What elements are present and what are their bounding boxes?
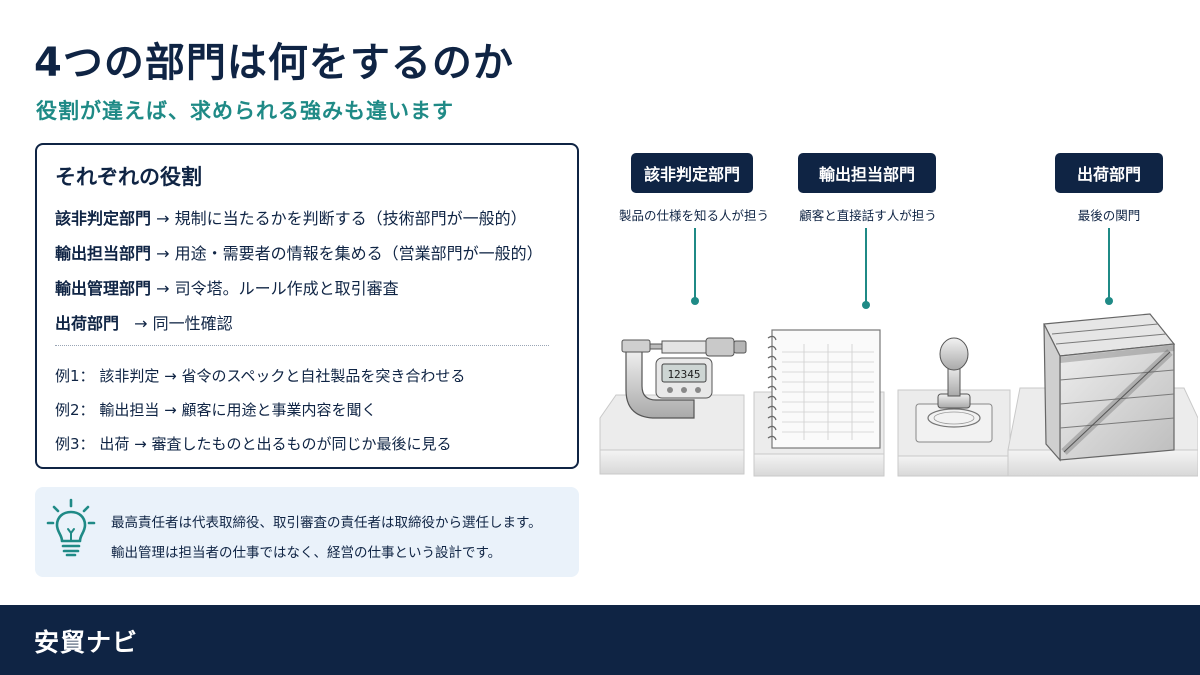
role-desc: 同一性確認 xyxy=(152,314,233,333)
stamp-icon xyxy=(915,337,993,443)
example-desc: 審査したものと出るものが同じか最後に見る xyxy=(151,435,452,453)
tip-panel: 最高責任者は代表取締役、取引審査の責任者は取締役から選任します。 輸出管理は担当… xyxy=(35,487,579,577)
roles-panel: それぞれの役割 該非判定部門 → 規制に当たるかを判断する（技術部門が一般的） … xyxy=(35,143,579,469)
role-item: 出荷部門 → 同一性確認 xyxy=(55,310,233,334)
role-desc: 司令塔。ルール作成と取引審査 xyxy=(174,279,399,298)
tip-text: 輸出管理は担当者の仕事ではなく、経営の仕事という設計です。 xyxy=(111,545,502,561)
example-subject: 出荷 xyxy=(99,435,130,453)
dept-desc-classification: 製品の仕様を知る人が担う xyxy=(618,208,769,223)
connector-dot xyxy=(1105,297,1113,305)
dept-label-shipping: 出荷部門 xyxy=(1055,153,1163,193)
example-item: 例1： 該非判定 → 省令のスペックと自社製品を突き合わせる xyxy=(55,365,465,386)
example-item: 例2： 輸出担当 → 顧客に用途と事業内容を聞く xyxy=(55,399,377,420)
role-item: 該非判定部門 → 規制に当たるかを判断する（技術部門が一般的） xyxy=(55,205,527,229)
tip-text: 最高責任者は代表取締役、取引審査の責任者は取締役から選任します。 xyxy=(111,515,542,531)
role-dept: 輸出管理部門 xyxy=(55,279,152,298)
arrow: → xyxy=(164,367,177,385)
micrometer-icon: 12345 xyxy=(621,337,747,419)
micrometer-reading: 12345 xyxy=(667,368,700,381)
footer-bar: 安貿ナビ xyxy=(0,605,1200,675)
role-item: 輸出管理部門 → 司令塔。ルール作成と取引審査 xyxy=(55,275,399,299)
divider xyxy=(55,345,549,346)
role-dept: 輸出担当部門 xyxy=(55,244,152,263)
connector-dot xyxy=(691,297,699,305)
arrow: → xyxy=(156,209,170,228)
example-label: 例2： xyxy=(55,401,95,419)
example-label: 例1： xyxy=(55,367,95,385)
dept-desc-shipping: 最後の関門 xyxy=(1077,208,1141,223)
pedestal-micrometer xyxy=(599,394,745,475)
dept-label-export: 輸出担当部門 xyxy=(798,153,936,193)
arrow: → xyxy=(164,401,177,419)
arrow: → xyxy=(134,314,148,333)
roles-heading: それぞれの役割 xyxy=(55,165,202,189)
wooden-crate-icon xyxy=(1043,313,1176,462)
footer-brand: 安貿ナビ xyxy=(34,628,139,657)
example-subject: 該非判定 xyxy=(99,367,160,385)
page-title: 4つの部門は何をするのか xyxy=(34,40,514,86)
connector-line xyxy=(1108,228,1110,300)
arrow: → xyxy=(134,435,147,453)
example-label: 例3： xyxy=(55,435,95,453)
role-dept: 出荷部門 xyxy=(55,314,120,333)
arrow: → xyxy=(156,279,170,298)
lightbulb-icon xyxy=(46,498,96,557)
dept-desc-export: 顧客と直接話す人が担う xyxy=(799,208,937,223)
example-desc: 省令のスペックと自社製品を突き合わせる xyxy=(181,367,466,385)
dept-label-classification: 該非判定部門 xyxy=(631,153,753,193)
role-desc: 用途・需要者の情報を集める（営業部門が一般的） xyxy=(174,244,543,263)
connector-line xyxy=(694,228,696,300)
role-desc: 規制に当たるかを判断する（技術部門が一般的） xyxy=(174,209,527,228)
example-item: 例3： 出荷 → 審査したものと出るものが同じか最後に見る xyxy=(55,433,452,454)
departments-illustration: 12345 xyxy=(599,313,1198,477)
role-item: 輸出担当部門 → 用途・需要者の情報を集める（営業部門が一般的） xyxy=(55,240,543,264)
connector-line xyxy=(865,228,867,304)
example-desc: 顧客に用途と事業内容を聞く xyxy=(181,401,377,419)
role-dept: 該非判定部門 xyxy=(55,209,152,228)
example-subject: 輸出担当 xyxy=(99,401,160,419)
notebook-icon xyxy=(767,329,881,449)
connector-dot xyxy=(862,301,870,309)
page-subtitle: 役割が違えば、求められる強みも違います xyxy=(36,99,454,123)
arrow: → xyxy=(156,244,170,263)
